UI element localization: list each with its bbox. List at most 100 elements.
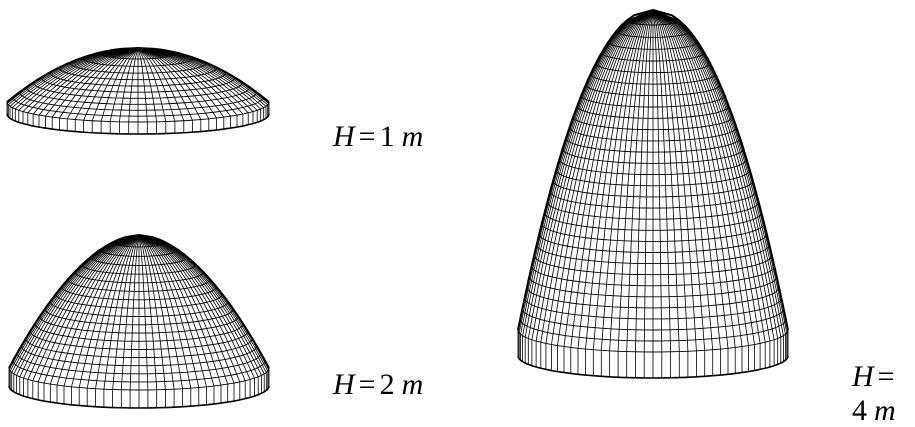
mesh-meridian: [137, 47, 148, 122]
mesh-meridian: [138, 234, 259, 377]
caption-h4-value: 4: [852, 394, 867, 427]
dome-mesh-h4: [517, 9, 789, 379]
mesh-meridian: [652, 9, 766, 343]
mesh-meridian: [137, 47, 258, 111]
mesh-meridian: [540, 9, 654, 343]
mesh-outline: [517, 9, 654, 331]
mesh-meridian: [137, 47, 264, 108]
mesh-meridian: [137, 47, 202, 120]
mesh-meridian: [119, 47, 139, 122]
mesh-meridian: [138, 234, 207, 387]
mesh-meridian: [137, 47, 193, 121]
caption-h1-equals: =: [358, 120, 376, 153]
mesh-meridian: [138, 234, 149, 390]
mesh-meridian: [19, 234, 140, 377]
mesh-meridian: [652, 9, 680, 352]
mesh-outline: [6, 47, 139, 103]
mesh-meridian: [137, 47, 185, 121]
mesh-meridian: [95, 234, 140, 389]
mesh-meridian: [652, 9, 714, 350]
mesh-meridian: [137, 47, 249, 114]
mesh-meridian: [22, 47, 139, 112]
mesh-meridian: [129, 234, 140, 390]
mesh-meridian: [137, 47, 267, 107]
mesh-meridian: [609, 9, 654, 351]
caption-h1-value: 1: [379, 120, 395, 153]
mesh-meridian: [138, 234, 251, 380]
mesh-meridian: [137, 47, 167, 122]
mesh-meridian: [577, 9, 654, 349]
mesh-meridian: [138, 234, 200, 388]
caption-h4-unit: m: [874, 394, 896, 427]
mesh-meridian: [652, 9, 784, 336]
mesh-meridian: [137, 47, 254, 112]
mesh-meridian: [137, 47, 261, 110]
mesh-meridian: [137, 47, 244, 115]
mesh-meridian: [138, 234, 262, 376]
mesh-meridian: [652, 9, 729, 349]
mesh-meridian: [138, 234, 158, 390]
mesh-meridian: [570, 9, 654, 348]
mesh-meridian: [120, 234, 140, 390]
mesh-meridian: [91, 47, 139, 121]
mesh-meridian: [535, 9, 654, 342]
mesh-meridian: [18, 47, 139, 111]
mesh-meridian: [138, 234, 175, 390]
caption-h2-symbol: H: [333, 368, 355, 401]
mesh-meridian: [652, 9, 663, 353]
mesh-meridian: [138, 234, 183, 389]
mesh-meridian: [652, 9, 721, 350]
mesh-meridian: [138, 234, 246, 381]
caption-h4-symbol: H: [852, 360, 874, 393]
mesh-meridian: [652, 9, 697, 351]
mesh-meridian: [652, 9, 689, 352]
mesh-meridian: [617, 9, 654, 352]
mesh-meridian: [16, 234, 140, 376]
mesh-meridian: [531, 9, 654, 340]
caption-h4-equals: =: [877, 360, 895, 393]
mesh-meridian: [138, 234, 235, 384]
mesh-meridian: [23, 234, 140, 379]
mesh-meridian: [652, 9, 671, 352]
mesh-meridian: [109, 47, 139, 122]
mesh-meridian: [527, 9, 654, 339]
caption-h1-symbol: H: [333, 120, 355, 153]
mesh-meridian: [138, 234, 192, 389]
mesh-meridian: [652, 9, 775, 340]
mesh-meridian: [32, 47, 139, 115]
mesh-meridian: [138, 234, 215, 387]
mesh-meridian: [11, 234, 140, 373]
mesh-meridian: [652, 9, 755, 345]
mesh-meridian: [66, 47, 139, 120]
mesh-meridian: [137, 47, 231, 117]
mesh-meridian: [643, 9, 654, 353]
mesh-meridian: [137, 47, 268, 106]
mesh-meridian: [137, 47, 225, 118]
caption-h2-value: 2: [379, 368, 395, 401]
mesh-meridian: [138, 234, 267, 373]
mesh-meridian: [12, 47, 139, 108]
mesh-meridian: [32, 234, 140, 381]
mesh-meridian: [9, 47, 139, 107]
mesh-meridian: [27, 47, 139, 114]
mesh-meridian: [138, 234, 241, 383]
mesh-meridian: [545, 9, 654, 344]
mesh-meridian: [652, 9, 771, 342]
mesh-meridian: [37, 234, 140, 383]
mesh-meridian: [652, 9, 782, 338]
mesh-outline: [8, 234, 140, 369]
caption-h4-line1: H=: [852, 362, 897, 392]
mesh-meridian: [652, 9, 761, 344]
caption-h2-unit: m: [401, 368, 424, 401]
mesh-meridian: [43, 234, 140, 384]
mesh-meridian: [520, 9, 654, 335]
mesh-meridian: [137, 47, 176, 122]
dome-mesh-h2: [8, 234, 270, 409]
mesh-meridian: [138, 234, 255, 379]
mesh-meridian: [652, 9, 743, 347]
mesh-meridian: [74, 47, 139, 120]
